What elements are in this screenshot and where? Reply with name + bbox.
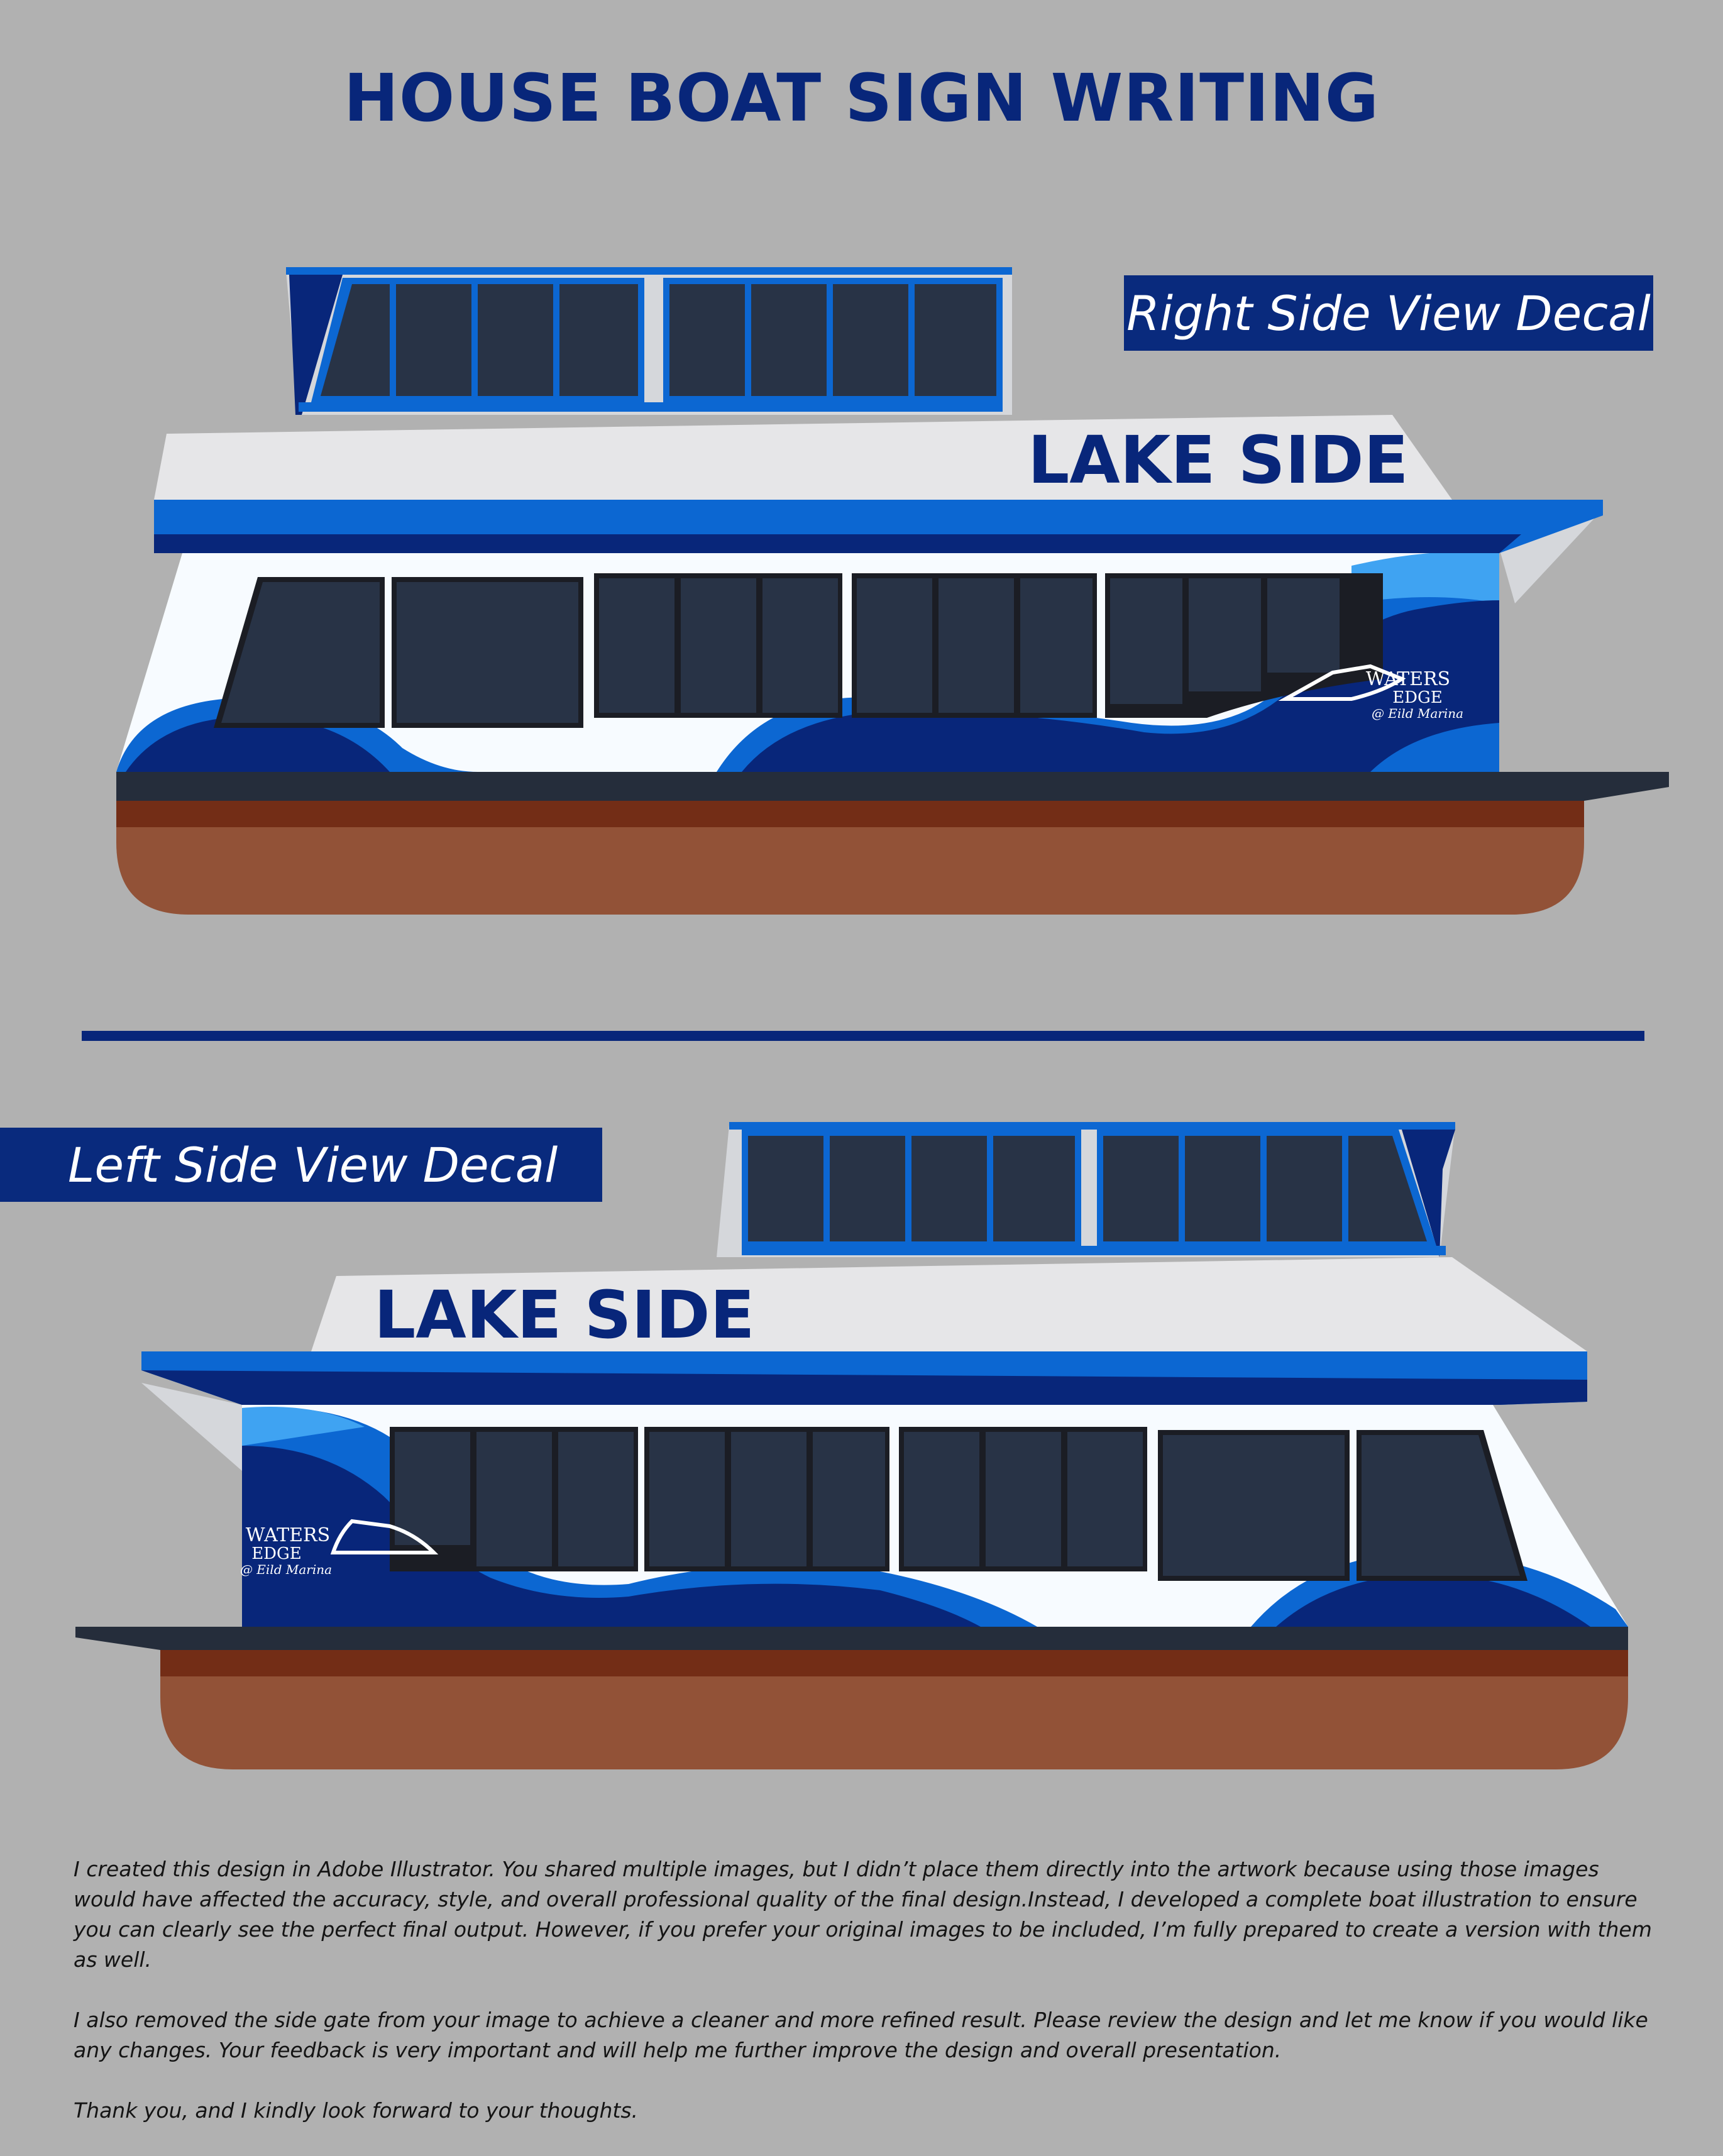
right-boat-name: LAKE SIDE <box>1028 422 1409 498</box>
left-side-boat-illustration: LAKE SIDE WATERS EDGE @ Eild Marina <box>75 1122 1628 1769</box>
right-waters-edge-logo: WATERS EDGE @ Eild Marina <box>1278 664 1463 721</box>
note-paragraph: I created this design in Adobe Illustrat… <box>74 1857 1652 1972</box>
left-boat-hull <box>75 1627 1628 1769</box>
svg-text:@ Eild Marina: @ Eild Marina <box>240 1562 332 1577</box>
right-roof-deck <box>154 415 1603 553</box>
svg-text:WATERS: WATERS <box>1366 668 1450 690</box>
svg-text:EDGE: EDGE <box>1392 688 1443 707</box>
left-view-label: Left Side View Decal <box>0 1128 602 1202</box>
right-view-label: Right Side View Decal <box>1124 275 1653 351</box>
right-boat-hull <box>116 772 1669 915</box>
note-paragraph: I also removed the side gate from your i… <box>74 2008 1648 2062</box>
left-roof-deck <box>141 1257 1587 1405</box>
section-divider <box>82 1031 1644 1041</box>
left-lower-windows <box>390 1427 1528 1581</box>
yacht-logo-icon <box>330 1519 439 1554</box>
designer-notes: I created this design in Adobe Illustrat… <box>74 1854 1658 2156</box>
svg-text:@ Eild Marina: @ Eild Marina <box>1372 706 1463 721</box>
svg-text:EDGE: EDGE <box>251 1544 302 1563</box>
right-lower-windows <box>214 573 1383 728</box>
note-paragraph: Thank you, and I kindly look forward to … <box>74 2098 639 2123</box>
svg-text:WATERS: WATERS <box>246 1524 330 1546</box>
page-title: HOUSE BOAT SIGN WRITING <box>343 60 1380 136</box>
right-upper-cabin <box>286 267 1012 415</box>
right-side-boat-illustration: LAKE SIDE WATERS EDGE @ Eild Marina <box>116 267 1669 915</box>
yacht-logo-icon <box>1278 664 1406 701</box>
left-waters-edge-logo: WATERS EDGE @ Eild Marina <box>240 1519 439 1577</box>
left-boat-name: LAKE SIDE <box>374 1277 755 1353</box>
left-upper-cabin <box>717 1122 1455 1257</box>
